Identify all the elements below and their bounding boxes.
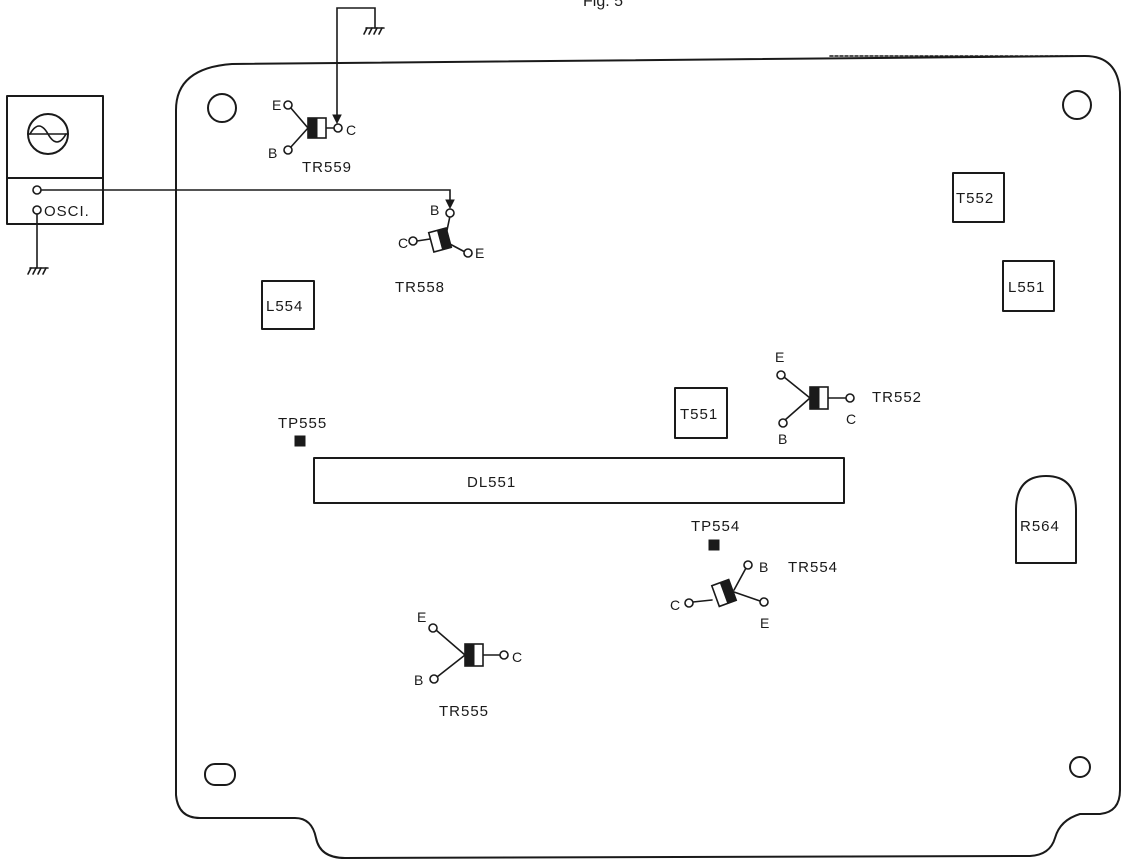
mounting-hole-top-left xyxy=(207,93,237,123)
tr558-pin-b: B xyxy=(430,202,439,218)
transistor-tr559: E B C TR559 xyxy=(268,97,356,176)
tr554-label: TR554 xyxy=(788,559,838,576)
ground-icon xyxy=(363,27,385,35)
tr554-pin-b: B xyxy=(759,559,768,575)
tr555-label: TR555 xyxy=(439,703,489,720)
ground-wire-tr559 xyxy=(336,7,376,121)
transistor-tr552: E B C TR552 xyxy=(775,349,922,447)
ground-icon xyxy=(27,267,49,275)
transformer-t551: T551 xyxy=(674,387,728,439)
mounting-hole-bottom-right xyxy=(1069,756,1091,778)
delay-line-dl551: DL551 xyxy=(313,457,845,504)
tr552-pin-e: E xyxy=(775,349,784,365)
svg-text:TP554: TP554 xyxy=(691,518,740,535)
mounting-hole-top-right xyxy=(1062,90,1092,120)
tr554-pin-c: C xyxy=(670,597,680,613)
tr558-pin-e: E xyxy=(475,245,484,261)
oscilloscope-label: OSCI. xyxy=(44,203,90,220)
tr555-pin-e: E xyxy=(417,609,426,625)
test-point-tp555: TP555 xyxy=(278,415,327,447)
transistor-tr554: C B E TR554 xyxy=(670,559,838,631)
svg-text:DL551: DL551 xyxy=(467,474,516,491)
tr552-label: TR552 xyxy=(872,389,922,406)
tr559-pin-e: E xyxy=(272,97,281,113)
tr554-pin-e: E xyxy=(760,615,769,631)
tr555-pin-b: B xyxy=(414,672,423,688)
oscilloscope: OSCI. xyxy=(6,95,104,275)
tr558-pin-c: C xyxy=(398,235,408,251)
transistor-tr558: B C E TR558 xyxy=(395,202,484,296)
transistor-tr555: E B C TR555 xyxy=(414,609,522,720)
board-outline xyxy=(175,55,1121,859)
tr559-label: TR559 xyxy=(302,159,352,176)
inductor-l554: L554 xyxy=(261,280,315,330)
sine-wave-icon xyxy=(27,113,69,155)
svg-text:T552: T552 xyxy=(956,190,994,207)
mounting-slot-bottom-left xyxy=(204,763,236,786)
tr559-pin-b: B xyxy=(268,145,277,161)
probe-wire-tr558 xyxy=(40,189,451,204)
resistor-r564: R564 xyxy=(1015,475,1077,564)
tr559-pin-c: C xyxy=(346,122,356,138)
test-point-tp554: TP554 xyxy=(691,518,740,551)
inductor-l551: L551 xyxy=(1002,260,1055,312)
svg-text:L554: L554 xyxy=(266,298,303,315)
tr558-label: TR558 xyxy=(395,279,445,296)
transformer-t552: T552 xyxy=(952,172,1005,223)
figure-title: Fig. 5 xyxy=(583,0,623,10)
svg-text:T551: T551 xyxy=(680,406,718,423)
svg-text:R564: R564 xyxy=(1020,518,1060,535)
svg-text:TP555: TP555 xyxy=(278,415,327,432)
tr552-pin-c: C xyxy=(846,411,856,427)
tr552-pin-b: B xyxy=(778,431,787,447)
svg-text:L551: L551 xyxy=(1008,279,1045,296)
tr555-pin-c: C xyxy=(512,649,522,665)
